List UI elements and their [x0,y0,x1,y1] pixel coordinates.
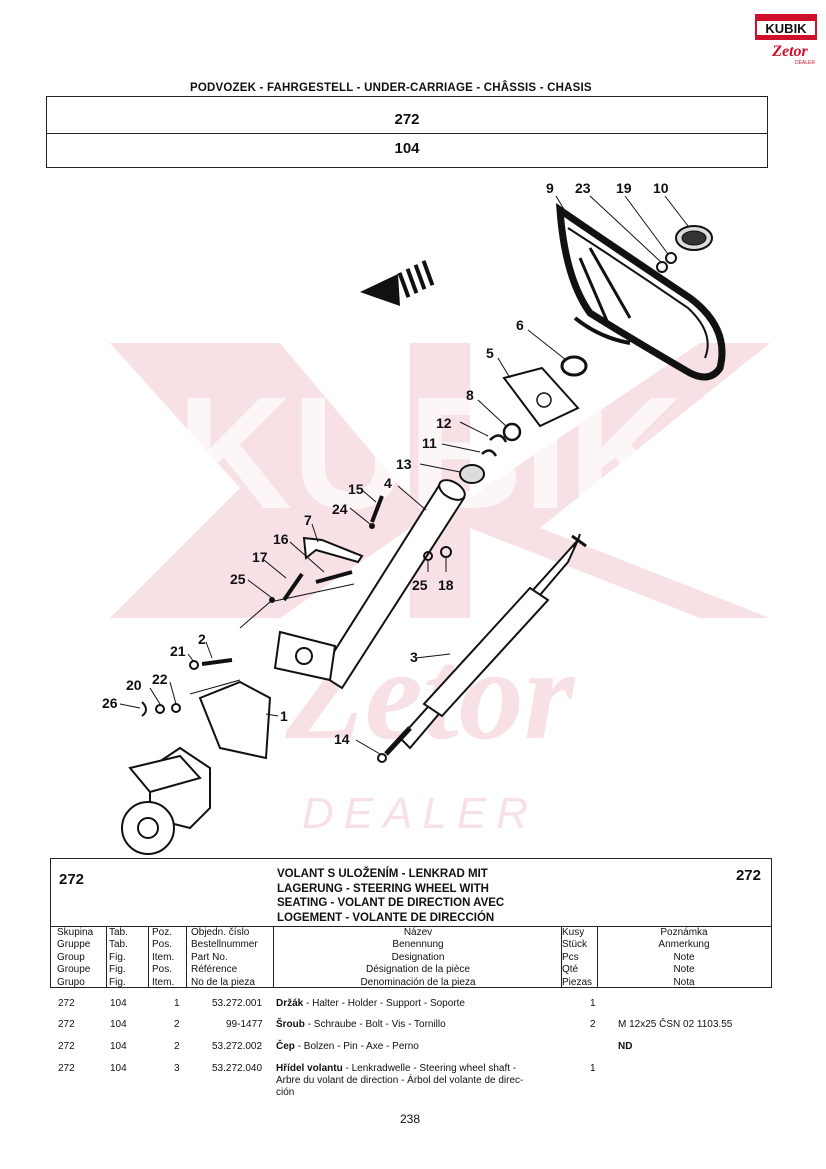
callout-26: 26 [102,695,118,711]
callout-4: 4 [384,475,392,491]
callout-12: 12 [436,415,452,431]
watermark: KUBIK Zetor DEALER [110,343,770,838]
parts-table-header: 272 272 VOLANT S ULOŽENÍM - LENKRAD MIT … [50,858,772,988]
column-pos: Poz.Pos.Item.Pos.Item. [152,927,175,988]
callout-25-right: 25 [412,577,428,593]
callout-19: 19 [616,180,632,196]
callout-16: 16 [273,531,289,547]
callout-15: 15 [348,481,364,497]
callout-17: 17 [252,549,268,565]
parts-group-right: 272 [735,867,761,884]
hydraulic-steering-unit [121,746,211,855]
callout-21: 21 [170,643,186,659]
header-group-number: 272 [47,97,767,134]
leader-lines [119,195,689,755]
callout-13: 13 [396,456,412,472]
parts-title-line: LOGEMENT - VOLANTE DE DIRECCIÓN [277,911,495,924]
logo-sub-text: Zetor [771,43,808,60]
callout-14: 14 [334,731,350,747]
column-table: Tab.Tab.Fig.Fig.Fig. [109,927,128,988]
callout-20: 20 [126,677,142,693]
callout-10: 10 [653,180,669,196]
callout-3: 3 [410,649,418,665]
steering-wheel [555,202,726,381]
hub-cap [675,225,713,251]
parts-title-line: VOLANT S ULOŽENÍM - LENKRAD MIT [277,868,488,880]
header-table-number: 104 [394,140,420,157]
header-box: 272 104 [46,96,768,168]
steering-column-tube [273,479,466,690]
callout-22: 22 [152,671,168,687]
kubik-zetor-logo: KUBIK Zetor DEALER [755,14,817,70]
callout-2: 2 [198,631,206,647]
callout-5: 5 [486,345,494,361]
page-header-title: PODVOZEK - FAHRGESTELL - UNDER-CARRIAGE … [190,82,592,94]
callout-7: 7 [304,512,312,528]
parts-group-left: 272 [59,871,85,888]
callout-24: 24 [332,501,348,517]
callout-18: 18 [438,577,454,593]
page-number: 238 [400,1112,421,1126]
callout-6: 6 [516,317,524,333]
callout-labels: 9 23 19 10 6 5 8 12 11 13 15 4 24 7 16 1… [102,180,669,747]
direction-arrow-icon [360,260,435,306]
callout-23: 23 [575,180,591,196]
parts-title-line: SEATING - VOLANT DE DIRECTION AVEC [277,897,505,909]
logo-brand-text: KUBIK [765,21,807,36]
table-row: 272 104 3 53.272.040 Hřídel volantu - Le… [58,1063,596,1098]
callout-9: 9 [546,180,554,196]
parts-title-line: LAGERUNG - STEERING WHEEL WITH [277,882,489,895]
parts-title: VOLANT S ULOŽENÍM - LENKRAD MIT LAGERUNG… [277,867,504,925]
logo-dealer-text: DEALER [795,60,815,66]
callout-25-left: 25 [230,571,246,587]
callout-11: 11 [422,435,437,451]
steering-shaft [384,533,587,756]
exploded-diagram: KUBIK Zetor DEALER [90,168,770,858]
watermark-dealer: DEALER [302,789,538,838]
callout-8: 8 [466,387,474,403]
callout-1: 1 [280,708,288,724]
